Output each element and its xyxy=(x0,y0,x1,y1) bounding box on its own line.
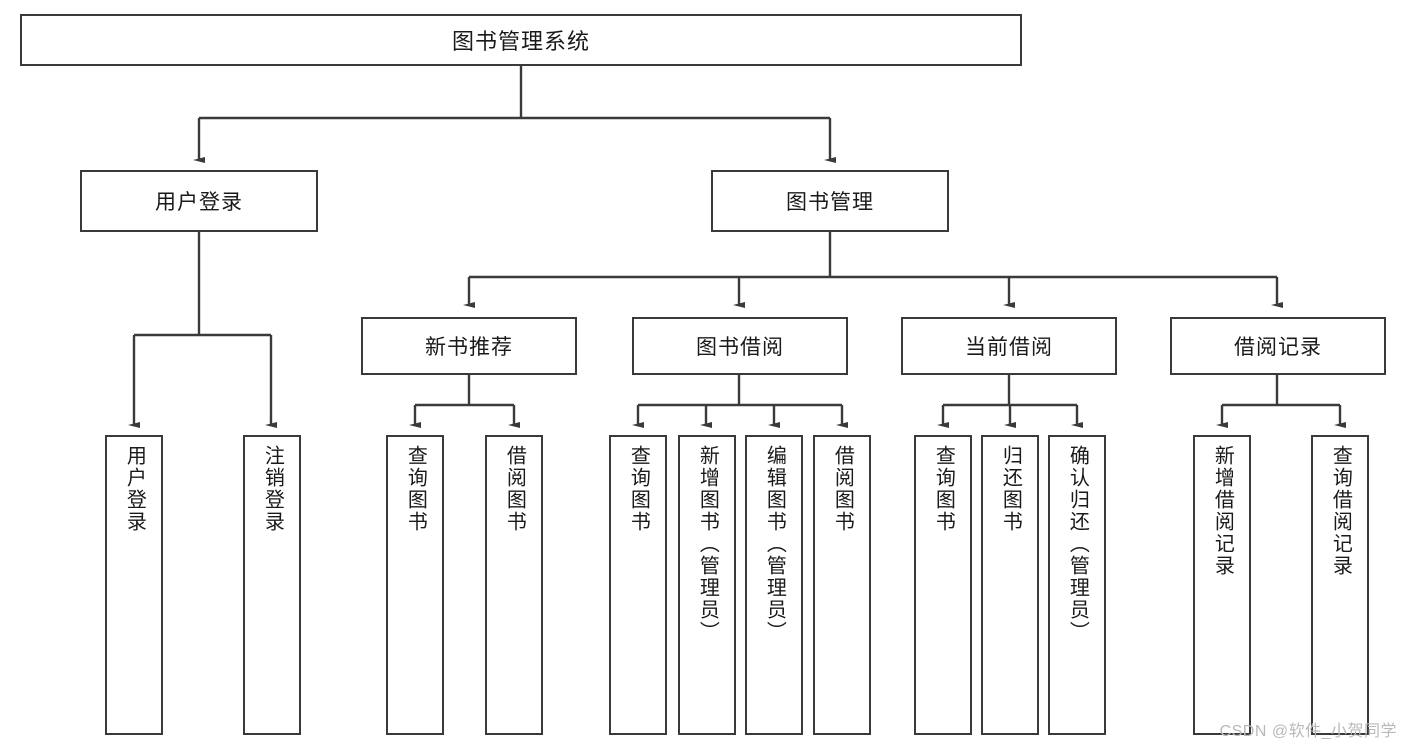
node-leaf-add-book[interactable]: 新增图书（管理员） xyxy=(678,435,736,735)
node-new-book-recommend[interactable]: 新书推荐 xyxy=(361,317,577,375)
node-book-borrow[interactable]: 图书借阅 xyxy=(632,317,848,375)
node-leaf-return-book[interactable]: 归还图书 xyxy=(981,435,1039,735)
node-leaf-query-book-1-label: 查询图书 xyxy=(404,445,427,533)
node-leaf-add-record-label: 新增借阅记录 xyxy=(1211,445,1234,577)
node-leaf-query-book-2-label: 查询图书 xyxy=(627,445,650,533)
node-leaf-borrow-book-2[interactable]: 借阅图书 xyxy=(813,435,871,735)
node-leaf-confirm-return[interactable]: 确认归还（管理员） xyxy=(1048,435,1106,735)
csdn-watermark: CSDN @软件_小贺同学 xyxy=(1219,723,1397,740)
node-leaf-borrow-book-2-label: 借阅图书 xyxy=(831,445,854,533)
node-leaf-query-book-2[interactable]: 查询图书 xyxy=(609,435,667,735)
node-book-manage[interactable]: 图书管理 xyxy=(711,170,949,232)
node-current-borrow[interactable]: 当前借阅 xyxy=(901,317,1117,375)
node-new-book-recommend-label: 新书推荐 xyxy=(425,336,513,359)
node-leaf-query-book-3[interactable]: 查询图书 xyxy=(914,435,972,735)
node-leaf-query-record-label: 查询借阅记录 xyxy=(1329,445,1352,577)
node-leaf-user-login-label: 用户登录 xyxy=(123,445,146,533)
node-borrow-record[interactable]: 借阅记录 xyxy=(1170,317,1386,375)
node-user-login[interactable]: 用户登录 xyxy=(80,170,318,232)
node-leaf-user-logout-label: 注销登录 xyxy=(261,445,284,533)
node-leaf-edit-book[interactable]: 编辑图书（管理员） xyxy=(745,435,803,735)
node-user-login-label: 用户登录 xyxy=(155,191,243,214)
node-leaf-borrow-book-1-label: 借阅图书 xyxy=(503,445,526,533)
node-root-system[interactable]: 图书管理系统 xyxy=(20,14,1022,66)
node-leaf-query-book-1[interactable]: 查询图书 xyxy=(386,435,444,735)
node-leaf-confirm-return-label: 确认归还（管理员） xyxy=(1066,445,1089,643)
node-leaf-add-record[interactable]: 新增借阅记录 xyxy=(1193,435,1251,735)
node-borrow-record-label: 借阅记录 xyxy=(1234,336,1322,359)
node-book-borrow-label: 图书借阅 xyxy=(696,336,784,359)
node-leaf-return-book-label: 归还图书 xyxy=(999,445,1022,533)
node-current-borrow-label: 当前借阅 xyxy=(965,336,1053,359)
node-leaf-borrow-book-1[interactable]: 借阅图书 xyxy=(485,435,543,735)
node-leaf-query-book-3-label: 查询图书 xyxy=(932,445,955,533)
node-root-label: 图书管理系统 xyxy=(451,29,590,54)
node-book-manage-label: 图书管理 xyxy=(786,191,874,214)
node-leaf-query-record[interactable]: 查询借阅记录 xyxy=(1311,435,1369,735)
node-leaf-user-logout[interactable]: 注销登录 xyxy=(243,435,301,735)
node-leaf-edit-book-label: 编辑图书（管理员） xyxy=(763,445,786,643)
node-leaf-user-login[interactable]: 用户登录 xyxy=(105,435,163,735)
node-leaf-add-book-label: 新增图书（管理员） xyxy=(696,445,719,643)
